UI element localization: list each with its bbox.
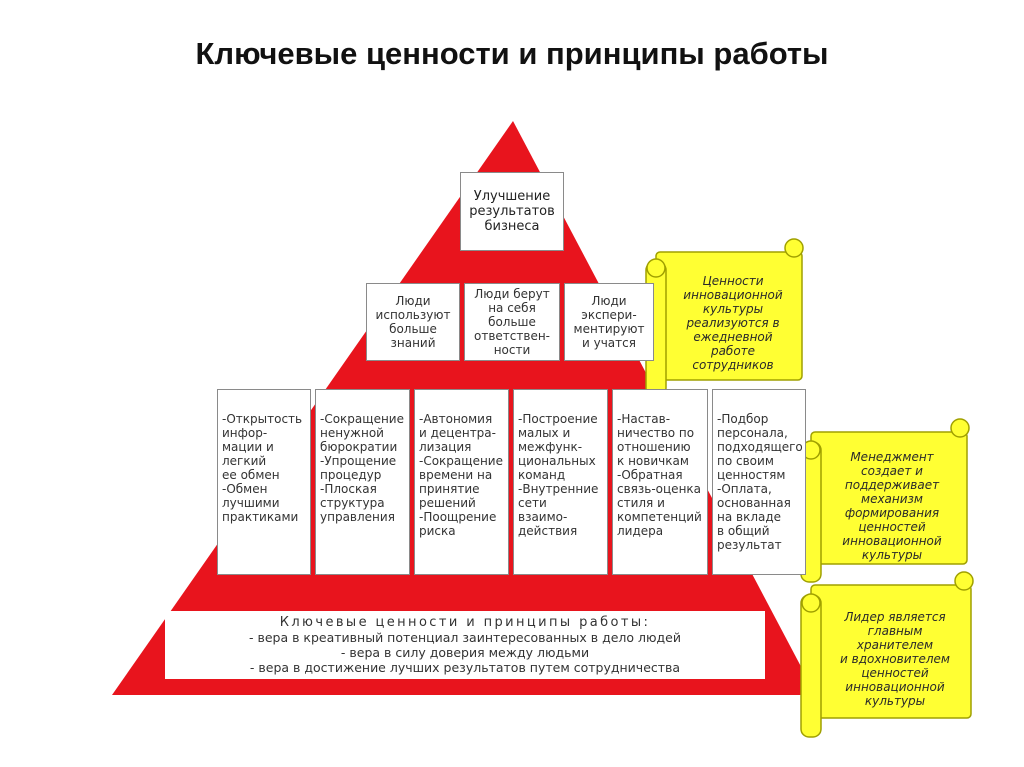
tier2-text-2: Люди берут на себя больше ответствен- но…: [474, 287, 550, 357]
tier3-text-2: -Сокращение ненужной бюрократии -Упрощен…: [320, 412, 404, 524]
tier3-text-3: -Автономия и децентра- лизация -Сокращен…: [419, 412, 503, 538]
apex-text: Улучшение результатов бизнеса: [469, 189, 555, 234]
apex-box: Улучшение результатов бизнеса: [460, 172, 564, 251]
tier3-box-1: -Открытость инфор- мации и легкий ее обм…: [217, 389, 311, 575]
base-item-2: - вера в силу доверия между людьми: [340, 645, 590, 660]
tier3-box-4: -Построение малых и межфунк- циональных …: [513, 389, 608, 575]
scroll-2: [800, 418, 970, 583]
scroll-text-3: Лидер является главным хранителем и вдох…: [840, 610, 950, 708]
tier2-box-2: Люди берут на себя больше ответствен- но…: [464, 283, 560, 361]
tier3-text-5: -Настав- ничество по отношению к новичка…: [617, 412, 702, 538]
tier3-box-6: -Подбор персонала, подходящего по своим …: [712, 389, 806, 575]
page-title: Ключевые ценности и принципы работы: [195, 36, 829, 71]
scroll-3: [800, 571, 974, 738]
tier3-text-1: -Открытость инфор- мации и легкий ее обм…: [222, 412, 303, 524]
tier3-text-6: -Подбор персонала, подходящего по своим …: [717, 412, 803, 552]
base-box: Ключевые ценности и принципы работы: - в…: [165, 611, 765, 679]
tier3-text-4: -Построение малых и межфунк- циональных …: [518, 412, 599, 538]
scroll-text-2: Менеджмент создает и поддерживает механи…: [842, 450, 942, 562]
tier3-box-3: -Автономия и децентра- лизация -Сокращен…: [414, 389, 509, 575]
tier2-box-3: Люди экспери- ментируют и учатся: [564, 283, 654, 361]
base-item-3: - вера в достижение лучших результатов п…: [249, 660, 681, 675]
scroll-text-1: Ценности инновационной культуры реализую…: [683, 274, 783, 372]
tier2-text-1: Люди используют больше знаний: [375, 294, 451, 350]
scroll-1: [645, 238, 804, 397]
tier2-text-3: Люди экспери- ментируют и учатся: [573, 294, 645, 350]
base-item-1: - вера в креативный потенциал заинтересо…: [248, 630, 681, 645]
tier2-box-1: Люди используют больше знаний: [366, 283, 460, 361]
tier3-box-5: -Настав- ничество по отношению к новичка…: [612, 389, 708, 575]
base-heading: Ключевые ценности и принципы работы:: [279, 615, 651, 630]
tier3-box-2: -Сокращение ненужной бюрократии -Упрощен…: [315, 389, 410, 575]
